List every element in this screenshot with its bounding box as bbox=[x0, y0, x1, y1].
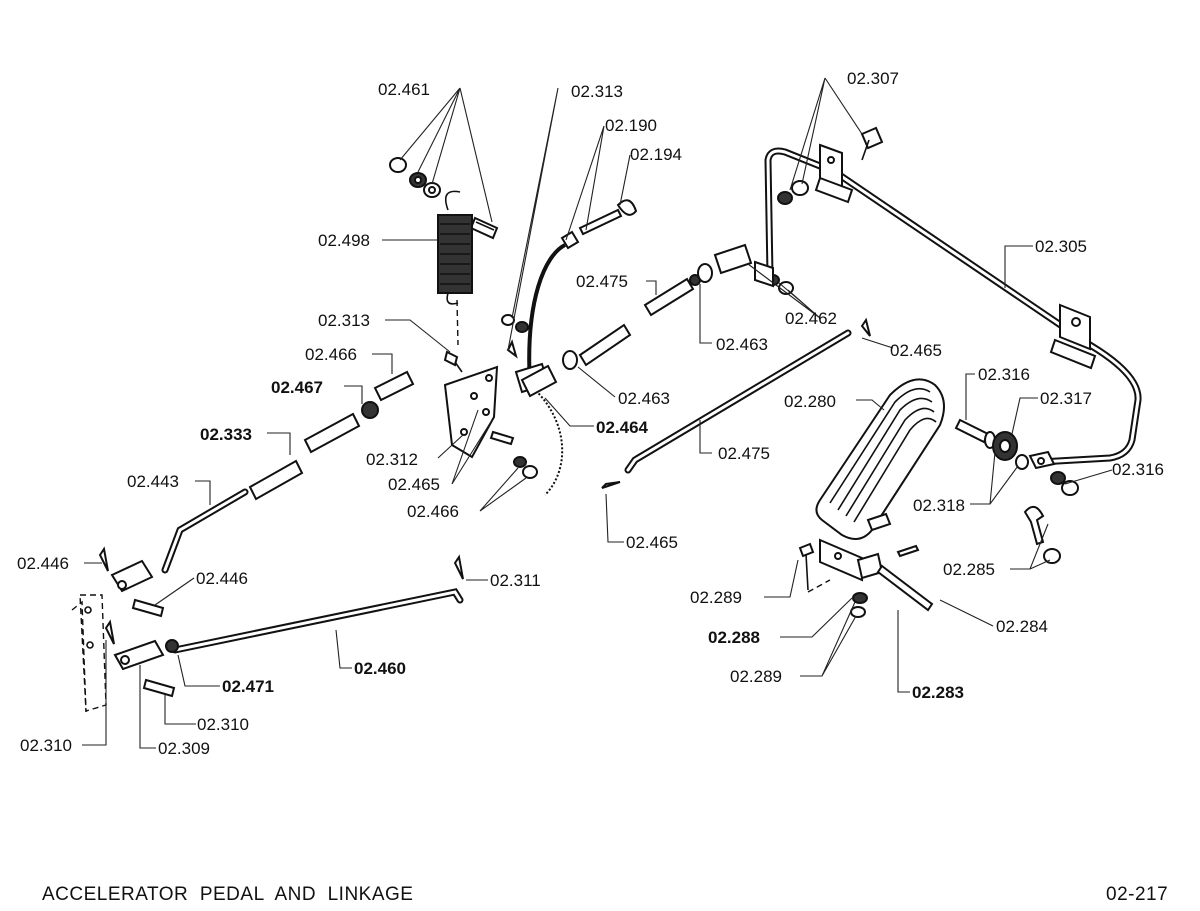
label-02-446-right: 02.446 bbox=[196, 569, 248, 588]
label-02-285: 02.285 bbox=[943, 560, 995, 579]
label-02-280: 02.280 bbox=[784, 392, 836, 411]
diagram-title: ACCELERATOR PEDAL AND LINKAGE bbox=[42, 884, 413, 905]
label-02-471: 02.471 bbox=[222, 677, 274, 696]
label-02-475-top: 02.475 bbox=[576, 272, 628, 291]
leader-lines bbox=[82, 77, 1113, 749]
label-02-309: 02.309 bbox=[158, 739, 210, 758]
label-02-307: 02.307 bbox=[847, 69, 899, 88]
part-labels: 02.461 02.313 02.190 02.194 02.307 02.49… bbox=[17, 69, 1164, 758]
label-02-467: 02.467 bbox=[271, 378, 323, 397]
label-02-311: 02.311 bbox=[490, 571, 541, 590]
label-02-465-mid: 02.465 bbox=[388, 475, 440, 494]
pedal-shaft-02-305 bbox=[754, 126, 1142, 470]
label-02-461: 02.461 bbox=[378, 80, 430, 99]
label-02-310-a: 02.310 bbox=[197, 715, 249, 734]
label-02-317: 02.317 bbox=[1040, 389, 1092, 408]
label-02-463-a: 02.463 bbox=[716, 335, 768, 354]
label-02-465-right: 02.465 bbox=[890, 341, 942, 360]
label-02-446-left: 02.446 bbox=[17, 554, 69, 573]
label-02-190: 02.190 bbox=[605, 116, 657, 135]
label-02-463-b: 02.463 bbox=[618, 389, 670, 408]
label-02-310-b: 02.310 bbox=[20, 736, 72, 755]
label-02-443: 02.443 bbox=[127, 472, 179, 491]
accelerator-cable-02-464 bbox=[501, 199, 638, 496]
page-code: 02-217 bbox=[1106, 884, 1168, 905]
label-02-284: 02.284 bbox=[996, 617, 1048, 636]
label-02-462: 02.462 bbox=[785, 309, 837, 328]
label-02-460: 02.460 bbox=[354, 659, 406, 678]
right-fasteners bbox=[954, 418, 1079, 564]
label-02-194: 02.194 bbox=[630, 145, 682, 164]
label-02-313-mid: 02.313 bbox=[318, 311, 370, 330]
label-02-318: 02.318 bbox=[913, 496, 965, 515]
label-02-464: 02.464 bbox=[596, 418, 649, 437]
label-02-312: 02.312 bbox=[366, 450, 418, 469]
bracket-plate-02-312 bbox=[443, 350, 538, 479]
label-02-466-bot: 02.466 bbox=[407, 502, 459, 521]
label-02-498: 02.498 bbox=[318, 231, 370, 250]
label-02-289-b: 02.289 bbox=[730, 667, 782, 686]
label-02-316-top: 02.316 bbox=[978, 365, 1030, 384]
label-02-466-top: 02.466 bbox=[305, 345, 357, 364]
throttle-rod-02-460 bbox=[71, 554, 464, 713]
label-02-283: 02.283 bbox=[912, 683, 964, 702]
lower-rod-02-475 bbox=[601, 317, 871, 489]
label-02-288: 02.288 bbox=[708, 628, 760, 647]
return-spring-02-498 bbox=[437, 190, 473, 346]
label-02-333: 02.333 bbox=[200, 425, 252, 444]
label-02-289-a: 02.289 bbox=[690, 588, 742, 607]
parts-drawing bbox=[71, 126, 1142, 713]
label-02-316-bot: 02.316 bbox=[1112, 460, 1164, 479]
label-02-475-mid: 02.475 bbox=[718, 444, 770, 463]
accelerator-pedal-02-280 bbox=[798, 378, 945, 618]
label-02-305: 02.305 bbox=[1035, 237, 1087, 256]
linkage-rod-assembly bbox=[98, 370, 415, 618]
label-02-313-top: 02.313 bbox=[571, 82, 623, 101]
nut-washer-set-02-461 bbox=[389, 157, 499, 240]
label-02-465-low: 02.465 bbox=[626, 533, 678, 552]
